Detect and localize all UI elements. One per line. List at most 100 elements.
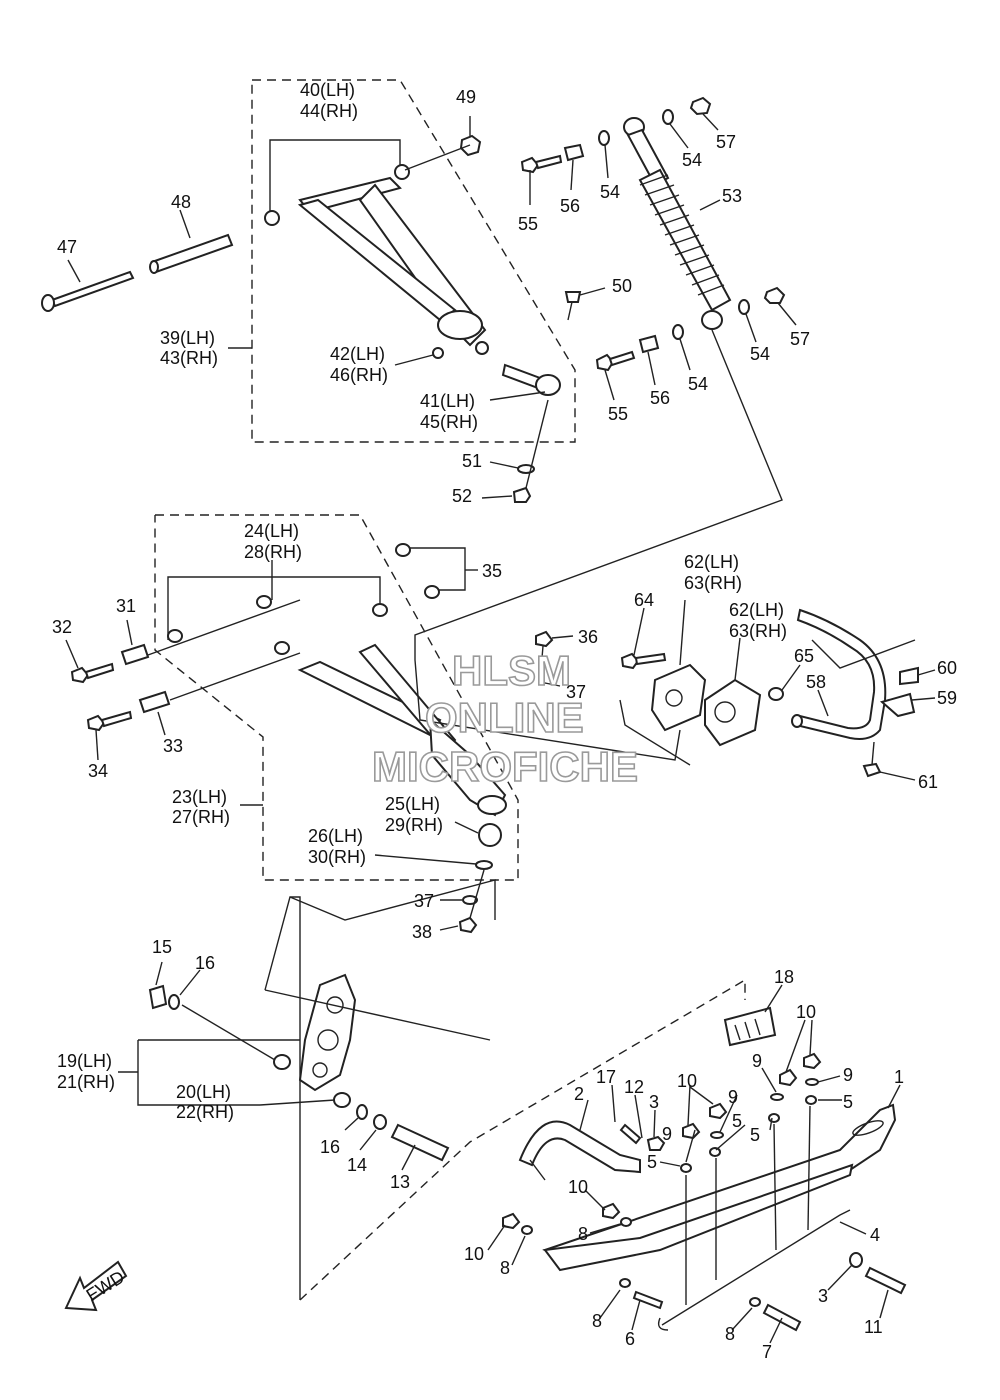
screw-61[interactable] xyxy=(862,741,882,778)
wear-bar-4[interactable] xyxy=(657,1209,851,1331)
ski-hardware[interactable] xyxy=(502,1052,863,1307)
collar-33[interactable] xyxy=(138,690,171,714)
nut-52[interactable] xyxy=(512,486,532,503)
callout-22-rh: 22(RH) xyxy=(176,1102,234,1122)
callout-16-top: 16 xyxy=(195,953,215,973)
washer-37[interactable] xyxy=(462,895,478,905)
bolt-34[interactable] xyxy=(86,710,133,732)
lower-arm-group xyxy=(65,514,519,881)
shock-top-hardware[interactable] xyxy=(520,96,712,174)
spindle-19[interactable] xyxy=(298,973,357,1092)
bolt-47[interactable] xyxy=(41,270,135,312)
washer-16b[interactable] xyxy=(356,1104,368,1120)
bushing-rh[interactable] xyxy=(372,603,388,617)
ski-1[interactable] xyxy=(542,1103,897,1272)
ski-saddle-18[interactable] xyxy=(723,1006,777,1047)
bolt-11[interactable] xyxy=(864,1266,907,1295)
bushing-24[interactable] xyxy=(256,595,272,609)
callout-14: 14 xyxy=(347,1155,367,1175)
ski-loop-58[interactable] xyxy=(791,608,887,740)
callout-20-lh: 20(LH) xyxy=(176,1082,231,1102)
ball-joint-41[interactable] xyxy=(501,363,561,396)
callout-56-top: 56 xyxy=(560,196,580,216)
callout-9-a: 9 xyxy=(752,1051,762,1071)
callout-4: 4 xyxy=(870,1225,880,1245)
bushing-35a[interactable] xyxy=(395,543,411,557)
bushing-20[interactable] xyxy=(273,1054,291,1070)
callout-59: 59 xyxy=(937,688,957,708)
callout-9-d: 9 xyxy=(662,1124,672,1144)
clip-59[interactable] xyxy=(879,692,916,718)
bushing-14[interactable] xyxy=(373,1114,387,1130)
watermark: HLSM ONLINE MICROFICHE xyxy=(371,646,639,791)
shock-bottom-hardware[interactable] xyxy=(595,286,786,372)
callout-9-c: 9 xyxy=(728,1087,738,1107)
bolt-32[interactable] xyxy=(70,662,115,684)
callout-5-d: 5 xyxy=(647,1152,657,1172)
callout-64: 64 xyxy=(634,590,654,610)
ball-joint-25[interactable] xyxy=(478,823,502,847)
upper-arm-group xyxy=(41,79,606,443)
callout-58: 58 xyxy=(806,672,826,692)
bushing-44[interactable] xyxy=(394,164,410,180)
shaft-13[interactable] xyxy=(390,1123,450,1162)
callout-23-lh: 23(LH) xyxy=(172,787,227,807)
bracket-60[interactable] xyxy=(899,666,919,686)
spindle-block-63[interactable] xyxy=(704,678,762,747)
bushing-lh[interactable] xyxy=(167,629,183,643)
callout-15: 15 xyxy=(152,937,172,957)
callout-47: 47 xyxy=(57,237,77,257)
circlip-26[interactable] xyxy=(475,860,493,870)
callout-27-rh: 27(RH) xyxy=(172,807,230,827)
callout-51: 51 xyxy=(462,451,482,471)
washer-16a[interactable] xyxy=(168,994,180,1010)
callout-16-bot: 16 xyxy=(320,1137,340,1157)
nut-38[interactable] xyxy=(458,916,478,934)
spindle-block-62[interactable] xyxy=(650,663,707,732)
callout-49: 49 xyxy=(456,87,476,107)
bolt-36[interactable] xyxy=(535,630,554,683)
callout-28-rh: 28(RH) xyxy=(244,542,302,562)
fitting-42[interactable] xyxy=(432,347,444,359)
bolt-50[interactable] xyxy=(564,291,582,321)
bolt-64[interactable] xyxy=(620,652,667,670)
callout-8-b: 8 xyxy=(500,1258,510,1278)
bolt-6[interactable] xyxy=(632,1290,664,1310)
bushing-28[interactable] xyxy=(274,641,290,655)
collar-31[interactable] xyxy=(120,643,150,666)
collar-48[interactable] xyxy=(149,233,234,274)
callout-36: 36 xyxy=(578,627,598,647)
bushing-15[interactable] xyxy=(148,984,168,1010)
washer-65[interactable] xyxy=(768,687,784,701)
callout-24-lh: 24(LH) xyxy=(244,521,299,541)
bolt-7[interactable] xyxy=(762,1303,802,1332)
callout-32: 32 xyxy=(52,617,72,637)
callout-3-a: 3 xyxy=(649,1092,659,1112)
callout-63-rh-a: 63(RH) xyxy=(684,573,742,593)
callout-10-c: 10 xyxy=(568,1177,588,1197)
callout-25-lh: 25(LH) xyxy=(385,794,440,814)
bushing-22[interactable] xyxy=(333,1092,351,1108)
lower-a-arm[interactable] xyxy=(297,643,507,817)
callout-2: 2 xyxy=(574,1084,584,1104)
callout-3-b: 3 xyxy=(818,1286,828,1306)
watermark-line2: ONLINE xyxy=(425,694,584,741)
callout-46-rh: 46(RH) xyxy=(330,365,388,385)
callout-54-top1: 54 xyxy=(600,182,620,202)
shock-absorber-53[interactable] xyxy=(623,117,732,330)
callout-42-lh: 42(LH) xyxy=(330,344,385,364)
callout-38: 38 xyxy=(412,922,432,942)
callout-48: 48 xyxy=(171,192,191,212)
ski-handle-2[interactable] xyxy=(518,1120,641,1174)
bushing-40[interactable] xyxy=(264,210,280,226)
nut-49[interactable] xyxy=(459,134,482,157)
bushing-35b[interactable] xyxy=(424,585,440,599)
callout-21-rh: 21(RH) xyxy=(57,1072,115,1092)
callout-56-bot: 56 xyxy=(650,388,670,408)
callout-10-a: 10 xyxy=(796,1002,816,1022)
upper-a-arm[interactable] xyxy=(297,176,489,355)
callout-33: 33 xyxy=(163,736,183,756)
watermark-line1: HLSM xyxy=(452,647,571,694)
callout-11: 11 xyxy=(864,1317,883,1337)
callout-34: 34 xyxy=(88,761,108,781)
